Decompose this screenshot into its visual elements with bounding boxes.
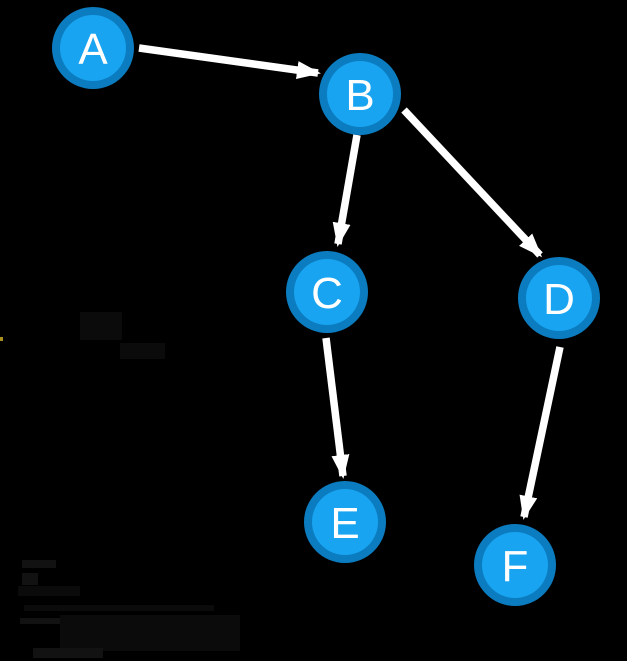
node-label: D [543, 275, 575, 324]
edge-D-F [519, 346, 564, 520]
edge-A-B [138, 44, 321, 80]
screen-speck [0, 337, 3, 341]
faint-smudge [60, 615, 240, 651]
node-label: E [330, 499, 359, 548]
node-B[interactable]: B [319, 53, 401, 135]
node-C[interactable]: C [286, 251, 368, 333]
node-body [327, 61, 393, 127]
faint-smudge [22, 573, 38, 585]
node-label: B [345, 71, 374, 120]
edge-layer [138, 44, 564, 520]
node-A[interactable]: A [52, 7, 134, 89]
faint-smudge [80, 312, 122, 340]
node-E[interactable]: E [304, 481, 386, 563]
node-label: F [502, 542, 529, 591]
node-layer: A B C D E F [52, 7, 600, 606]
faint-smudge [18, 586, 80, 596]
faint-smudge [33, 648, 103, 658]
faint-smudge [24, 605, 214, 611]
node-body [294, 259, 360, 325]
node-body [482, 532, 548, 598]
node-F[interactable]: F [474, 524, 556, 606]
node-body [312, 489, 378, 555]
node-label: A [78, 25, 108, 74]
faint-smudge [22, 560, 56, 568]
node-label: C [311, 269, 343, 318]
edge-C-E [322, 337, 350, 479]
artifact-layer [0, 312, 240, 658]
node-D[interactable]: D [518, 257, 600, 339]
faint-smudge [20, 618, 80, 624]
node-body [60, 15, 126, 81]
node-body [526, 265, 592, 331]
faint-smudge [120, 343, 165, 359]
edge-B-D [401, 107, 543, 258]
edge-B-C [332, 134, 361, 247]
